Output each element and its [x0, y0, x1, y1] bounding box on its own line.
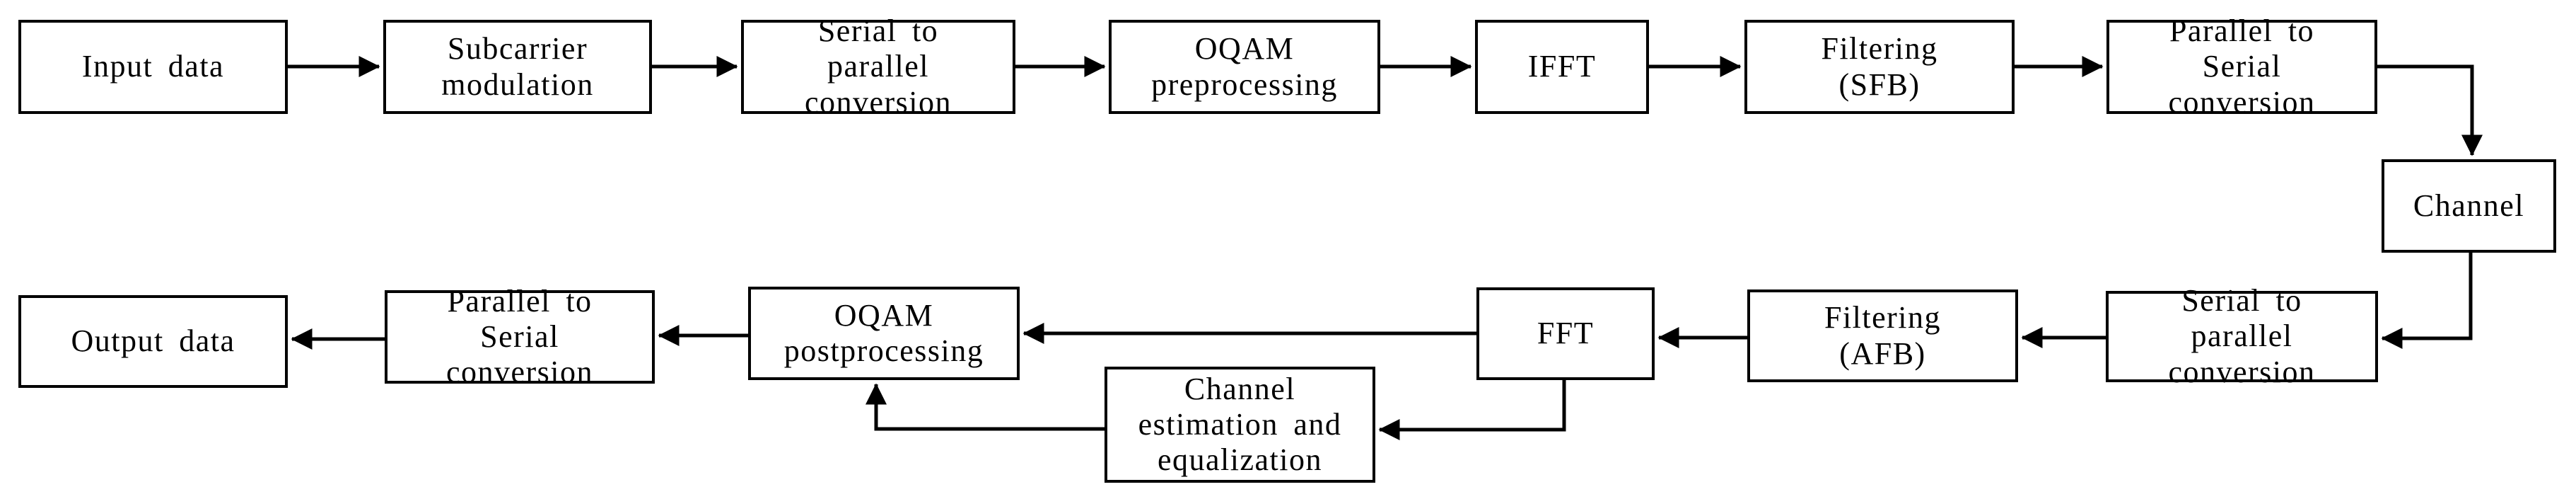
node-parallel-to-serial-rx: Parallel to Serial conversion	[385, 284, 655, 389]
node-channel: Channel	[2382, 159, 2556, 253]
node-fft: FFT	[1476, 287, 1655, 380]
node-channel-estimation-equalization: Channel estimation and equalization	[1105, 367, 1375, 483]
node-serial-to-parallel-tx: Serial to parallel conversion	[741, 13, 1015, 120]
node-filtering-sfb: Filtering (SFB)	[1744, 20, 2015, 114]
node-oqam-preprocessing: OQAM preprocessing	[1109, 20, 1380, 114]
node-output-data: Output data	[18, 295, 288, 388]
node-input-data: Input data	[18, 20, 288, 114]
node-filtering-afb: Filtering (AFB)	[1747, 289, 2018, 382]
arrow-fft-to-channel-est	[1378, 380, 1566, 440]
node-parallel-to-serial-tx: Parallel to Serial conversion	[2106, 13, 2377, 120]
arrow-channel-to-s2p-rx	[2381, 253, 2473, 349]
node-oqam-postprocessing: OQAM postprocessing	[748, 287, 1020, 380]
arrow-channel-est-to-oqam-post	[866, 383, 1105, 431]
node-subcarrier-modulation: Subcarrier modulation	[383, 20, 652, 114]
node-serial-to-parallel-rx: Serial to parallel conversion	[2106, 283, 2378, 389]
node-ifft: IFFT	[1475, 20, 1649, 114]
arrow-p2s-tx-to-channel	[2377, 64, 2483, 156]
